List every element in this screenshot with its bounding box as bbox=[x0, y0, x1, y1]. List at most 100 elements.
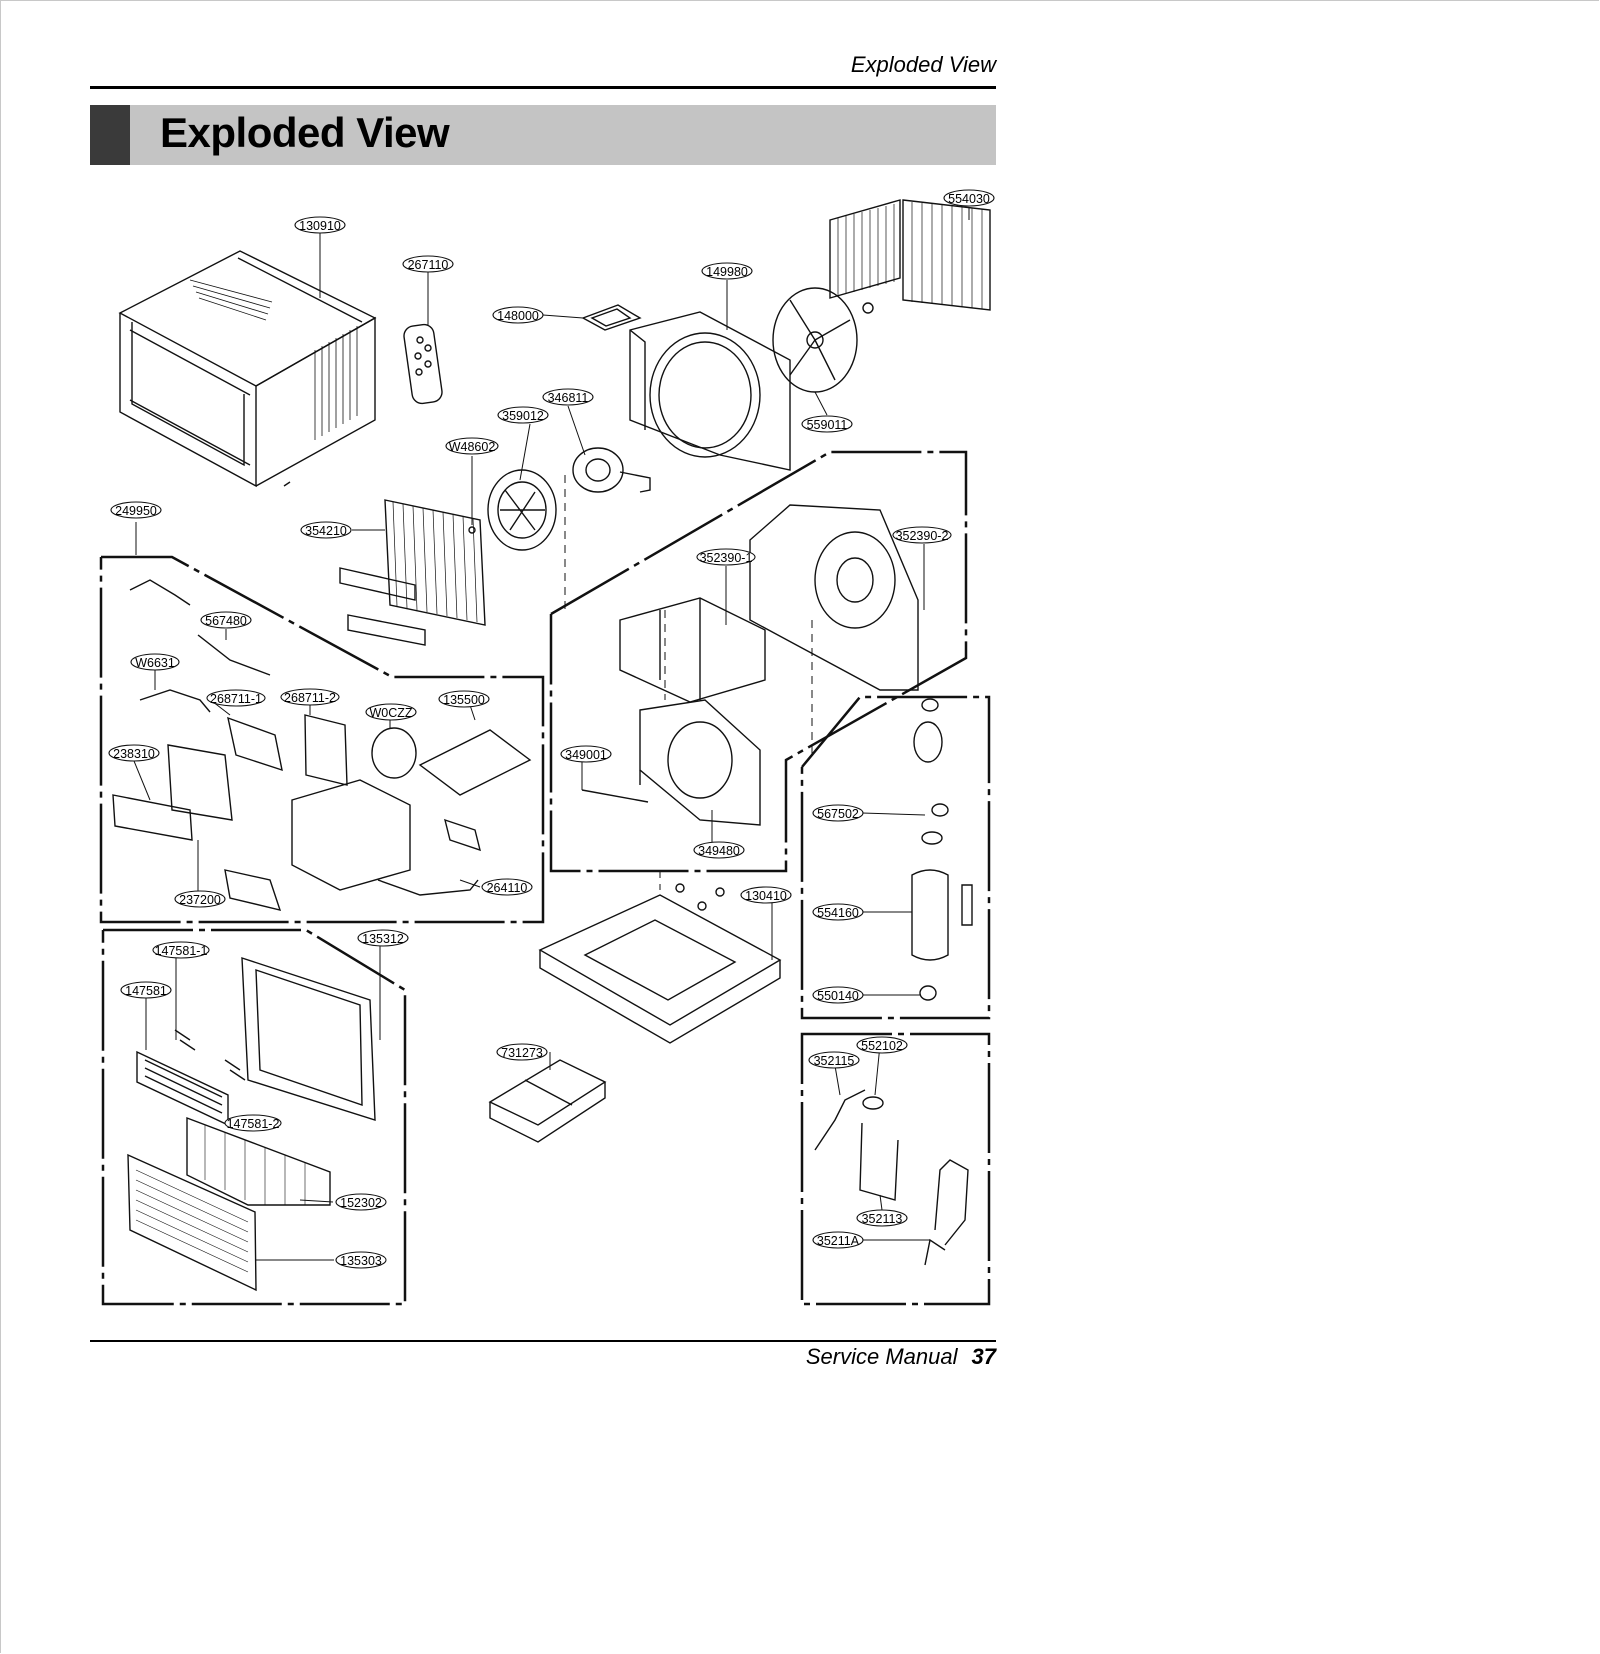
group-border-blower bbox=[549, 450, 968, 873]
callout-352113: 352113 bbox=[856, 1209, 908, 1227]
svg-text:731273: 731273 bbox=[501, 1046, 543, 1060]
callout-147581-2: 147581-2 bbox=[224, 1114, 282, 1132]
footer-rule bbox=[90, 1340, 996, 1342]
svg-text:135312: 135312 bbox=[362, 932, 404, 946]
page-title: Exploded View bbox=[160, 109, 450, 156]
svg-text:264110: 264110 bbox=[487, 881, 528, 895]
svg-text:130910: 130910 bbox=[299, 219, 341, 233]
svg-text:559011: 559011 bbox=[807, 418, 848, 432]
callout-352390-2: 352390-2 bbox=[892, 526, 952, 544]
callout-W48602: W48602 bbox=[445, 437, 499, 455]
callout-554030: 554030 bbox=[943, 189, 995, 207]
svg-text:554030: 554030 bbox=[948, 192, 990, 206]
callout-149980: 149980 bbox=[701, 262, 753, 280]
callout-238310: 238310 bbox=[108, 744, 160, 762]
svg-text:268711-2: 268711-2 bbox=[284, 691, 336, 705]
svg-text:147581: 147581 bbox=[125, 984, 167, 998]
running-header: Exploded View bbox=[850, 52, 996, 77]
control-parts-drawing bbox=[112, 579, 532, 911]
callout-349480: 349480 bbox=[693, 841, 745, 859]
svg-text:152302: 152302 bbox=[340, 1196, 382, 1210]
svg-text:135303: 135303 bbox=[340, 1254, 382, 1268]
callout-267110: 267110 bbox=[402, 255, 454, 273]
title-bar: Exploded View bbox=[90, 105, 996, 165]
svg-text:130410: 130410 bbox=[745, 889, 787, 903]
callout-268711-1: 268711-1 bbox=[206, 689, 266, 707]
svg-text:349480: 349480 bbox=[698, 844, 740, 858]
svg-text:135500: 135500 bbox=[443, 693, 485, 707]
svg-text:352113: 352113 bbox=[862, 1212, 903, 1226]
remote-control-drawing bbox=[403, 323, 443, 405]
svg-text:237200: 237200 bbox=[179, 893, 221, 907]
callout-552102: 552102 bbox=[856, 1036, 908, 1054]
callout-135303: 135303 bbox=[335, 1251, 387, 1269]
group-border-front-grille bbox=[101, 928, 407, 1306]
svg-text:550140: 550140 bbox=[817, 989, 859, 1003]
footer-label: Service Manual bbox=[805, 1344, 958, 1369]
svg-text:238310: 238310 bbox=[113, 747, 155, 761]
callout-249950: 249950 bbox=[110, 501, 162, 519]
callout-147581-1: 147581-1 bbox=[152, 941, 210, 959]
callout-268711-2: 268711-2 bbox=[280, 688, 340, 706]
blower-housing-drawing bbox=[581, 504, 919, 826]
callout-W6631: W6631 bbox=[130, 653, 180, 671]
condenser-fan-drawing bbox=[772, 287, 874, 393]
callout-567480: 567480 bbox=[200, 611, 252, 629]
svg-text:352390-1: 352390-1 bbox=[700, 551, 753, 565]
svg-text:346811: 346811 bbox=[548, 391, 589, 405]
callout-148000: 148000 bbox=[492, 306, 544, 324]
front-panel-drawing bbox=[127, 1153, 257, 1292]
svg-text:552102: 552102 bbox=[861, 1039, 903, 1053]
grille-louver-drawing bbox=[136, 1050, 229, 1127]
header-rule bbox=[90, 86, 996, 89]
callout-135312: 135312 bbox=[357, 929, 409, 947]
group-border-compressor bbox=[800, 695, 991, 1020]
callout-554160: 554160 bbox=[812, 903, 864, 921]
cabinet-drawing bbox=[118, 250, 377, 488]
svg-text:352115: 352115 bbox=[814, 1054, 855, 1068]
svg-text:147581-1: 147581-1 bbox=[155, 944, 208, 958]
group-border-controls bbox=[99, 555, 545, 924]
svg-text:149980: 149980 bbox=[706, 265, 748, 279]
svg-text:147581-2: 147581-2 bbox=[227, 1117, 280, 1131]
callout-550140: 550140 bbox=[812, 986, 864, 1004]
svg-text:354210: 354210 bbox=[305, 524, 347, 538]
callout-130410: 130410 bbox=[740, 886, 792, 904]
callout-152302: 152302 bbox=[335, 1193, 387, 1211]
callout-352115: 352115 bbox=[808, 1051, 860, 1069]
svg-text:554160: 554160 bbox=[817, 906, 859, 920]
svg-text:35211A: 35211A bbox=[817, 1234, 860, 1248]
callout-731273: 731273 bbox=[496, 1043, 548, 1061]
callout-135500: 135500 bbox=[438, 690, 490, 708]
evaporator-drawing bbox=[339, 499, 486, 646]
page-footer: Service Manual 37 bbox=[90, 1344, 996, 1370]
callout-354210: 354210 bbox=[300, 521, 352, 539]
condenser-coil-drawing bbox=[829, 199, 991, 311]
svg-text:249950: 249950 bbox=[115, 504, 157, 518]
compressor-drawing bbox=[911, 698, 973, 1001]
callout-35211A: 35211A bbox=[812, 1231, 864, 1249]
base-pan-drawing bbox=[538, 883, 782, 1044]
callout-359012: 359012 bbox=[497, 406, 549, 424]
svg-text:359012: 359012 bbox=[502, 409, 544, 423]
callout-W0CZZ: W0CZZ bbox=[365, 703, 417, 721]
motor-drawing bbox=[572, 447, 651, 493]
svg-text:W0CZZ: W0CZZ bbox=[369, 706, 412, 720]
page-number: 37 bbox=[971, 1344, 996, 1369]
callout-237200: 237200 bbox=[174, 890, 226, 908]
svg-text:567480: 567480 bbox=[205, 614, 247, 628]
svg-text:567502: 567502 bbox=[817, 807, 859, 821]
callout-567502: 567502 bbox=[812, 804, 864, 822]
filter-drawing bbox=[186, 1116, 331, 1206]
group-border-tubing bbox=[800, 1032, 991, 1306]
callout-346811: 346811 bbox=[542, 388, 594, 406]
svg-text:268711-1: 268711-1 bbox=[210, 692, 262, 706]
callout-352390-1: 352390-1 bbox=[696, 548, 756, 566]
svg-text:W6631: W6631 bbox=[135, 656, 175, 670]
svg-text:148000: 148000 bbox=[497, 309, 539, 323]
blower-wheel-drawing bbox=[487, 469, 557, 551]
svg-text:349001: 349001 bbox=[565, 748, 607, 762]
title-accent-block bbox=[90, 105, 130, 165]
fan-shroud-drawing bbox=[581, 304, 791, 471]
